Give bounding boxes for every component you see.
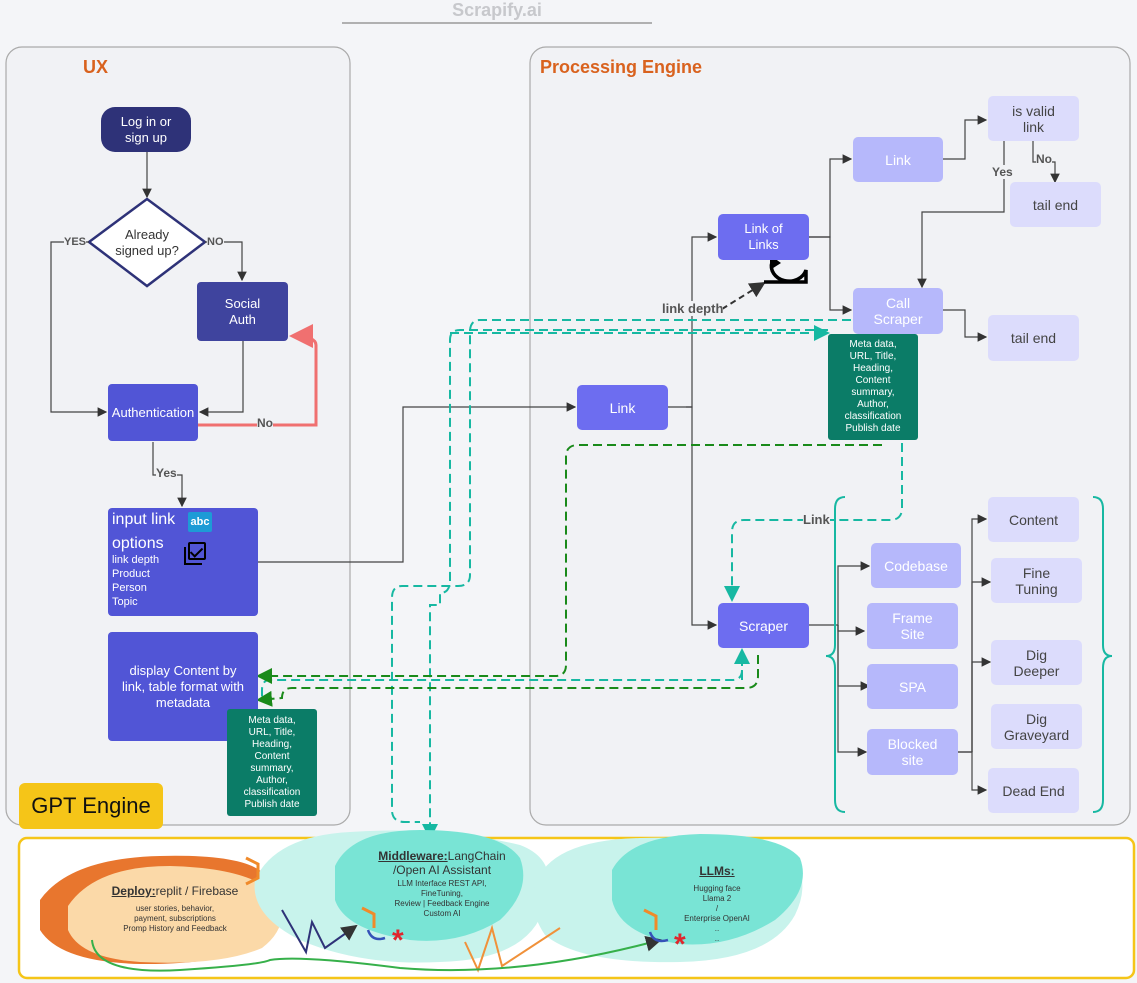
middleware-item: FineTuning, — [421, 889, 463, 898]
yes-label: Yes — [156, 466, 177, 480]
hex-icon — [245, 856, 658, 930]
call-scraper-node: Call Scraper — [853, 288, 943, 334]
middleware-item: LLM Interface REST API, — [397, 879, 487, 888]
dead-end-node: Dead End — [988, 768, 1079, 813]
abc-icon: abc — [188, 512, 212, 532]
tail-end-node: tail end — [988, 315, 1079, 361]
llms-item: .. — [714, 924, 720, 933]
dig-graveyard-node: Dig Graveyard — [991, 704, 1082, 749]
fine-tuning-node: Fine Tuning — [991, 558, 1082, 603]
deploy-item: Promp History and Feedback — [123, 924, 227, 933]
frame-site-node: Frame Site — [867, 603, 958, 649]
llms-blob — [532, 834, 803, 963]
spa-node: SPA — [867, 664, 958, 709]
is-valid-no-label: No — [1036, 152, 1052, 166]
link-top-node: Link — [853, 137, 943, 182]
deploy-title: Deploy: — [111, 884, 156, 898]
llms-item: Llama 2 — [702, 894, 732, 903]
svg-text:*: * — [392, 924, 404, 957]
llms-text: LLMs: Hugging face Llama 2 / Enterprise … — [672, 864, 762, 944]
checklist-icon — [184, 542, 208, 566]
options-label: options — [112, 535, 164, 552]
content-node: Content — [988, 497, 1079, 542]
llms-item: .. — [714, 934, 720, 943]
deploy-item: payment, subscriptions — [134, 914, 216, 923]
option-item: Topic — [112, 596, 138, 608]
deploy-text: Deploy:replit / Firebase user stories, b… — [100, 884, 250, 934]
yes-upper-label: YES — [64, 236, 87, 248]
link-of-links-node: Link of Links — [718, 214, 809, 260]
deploy-rest: replit / Firebase — [155, 884, 239, 898]
decision-label: Already signed up? — [115, 227, 179, 258]
gpt-engine-badge: GPT Engine — [19, 783, 163, 829]
middleware-item: Custom AI — [423, 909, 461, 918]
ux-metadata-box: Meta data, URL, Title, Heading, Content … — [227, 709, 317, 816]
pe-metadata-box: Meta data, URL, Title, Heading, Content … — [828, 334, 918, 440]
option-item: link depth — [112, 554, 160, 566]
codebase-node: Codebase — [871, 543, 961, 588]
middleware-rest: LangChain — [447, 849, 506, 863]
input-link-title: input link — [112, 511, 176, 528]
page-title: Scrapify.ai — [452, 0, 542, 20]
authentication-node: Authentication — [108, 384, 198, 441]
middleware-item: Review | Feedback Engine — [394, 899, 490, 908]
llms-item: Enterprise OpenAI — [684, 914, 750, 923]
option-item: Product — [112, 568, 150, 580]
link-depth-label: link depth — [662, 301, 724, 316]
input-link-node: input link abc options link depth Produc… — [108, 508, 258, 616]
tail-end-node: tail end — [1010, 182, 1101, 227]
ux-heading: UX — [83, 57, 109, 77]
deploy-item: user stories, behavior, — [135, 904, 215, 913]
link-main-node: Link — [577, 385, 668, 430]
option-item: Person — [112, 582, 147, 594]
scraper-node: Scraper — [718, 603, 809, 648]
dig-deeper-node: Dig Deeper — [991, 640, 1082, 685]
no-label: No — [257, 416, 273, 430]
blocked-site-node: Blocked site — [867, 729, 958, 775]
no-upper-label: NO — [207, 236, 224, 248]
deploy-blob — [40, 855, 282, 965]
middleware-text: Middleware:LangChain /Open AI Assistant … — [372, 849, 512, 919]
is-valid-link-node: is valid link — [988, 96, 1079, 141]
llms-item: Hugging face — [693, 884, 741, 893]
llms-item: / — [715, 904, 719, 913]
link-teal-label: Link — [803, 512, 830, 527]
middleware-title: Middleware: — [378, 849, 448, 863]
social-auth-node: Social Auth — [197, 282, 288, 341]
login-node: Log in or sign up — [101, 107, 191, 152]
llms-title: LLMs: — [699, 864, 735, 878]
decision-diamond — [86, 197, 208, 288]
svg-text:*: * — [674, 928, 686, 961]
middleware-line2: /Open AI Assistant — [392, 863, 492, 877]
processing-heading: Processing Engine — [540, 57, 703, 77]
middleware-blob — [254, 830, 550, 963]
asterisk-icon: * * — [392, 924, 686, 961]
is-valid-yes-label: Yes — [992, 165, 1013, 179]
